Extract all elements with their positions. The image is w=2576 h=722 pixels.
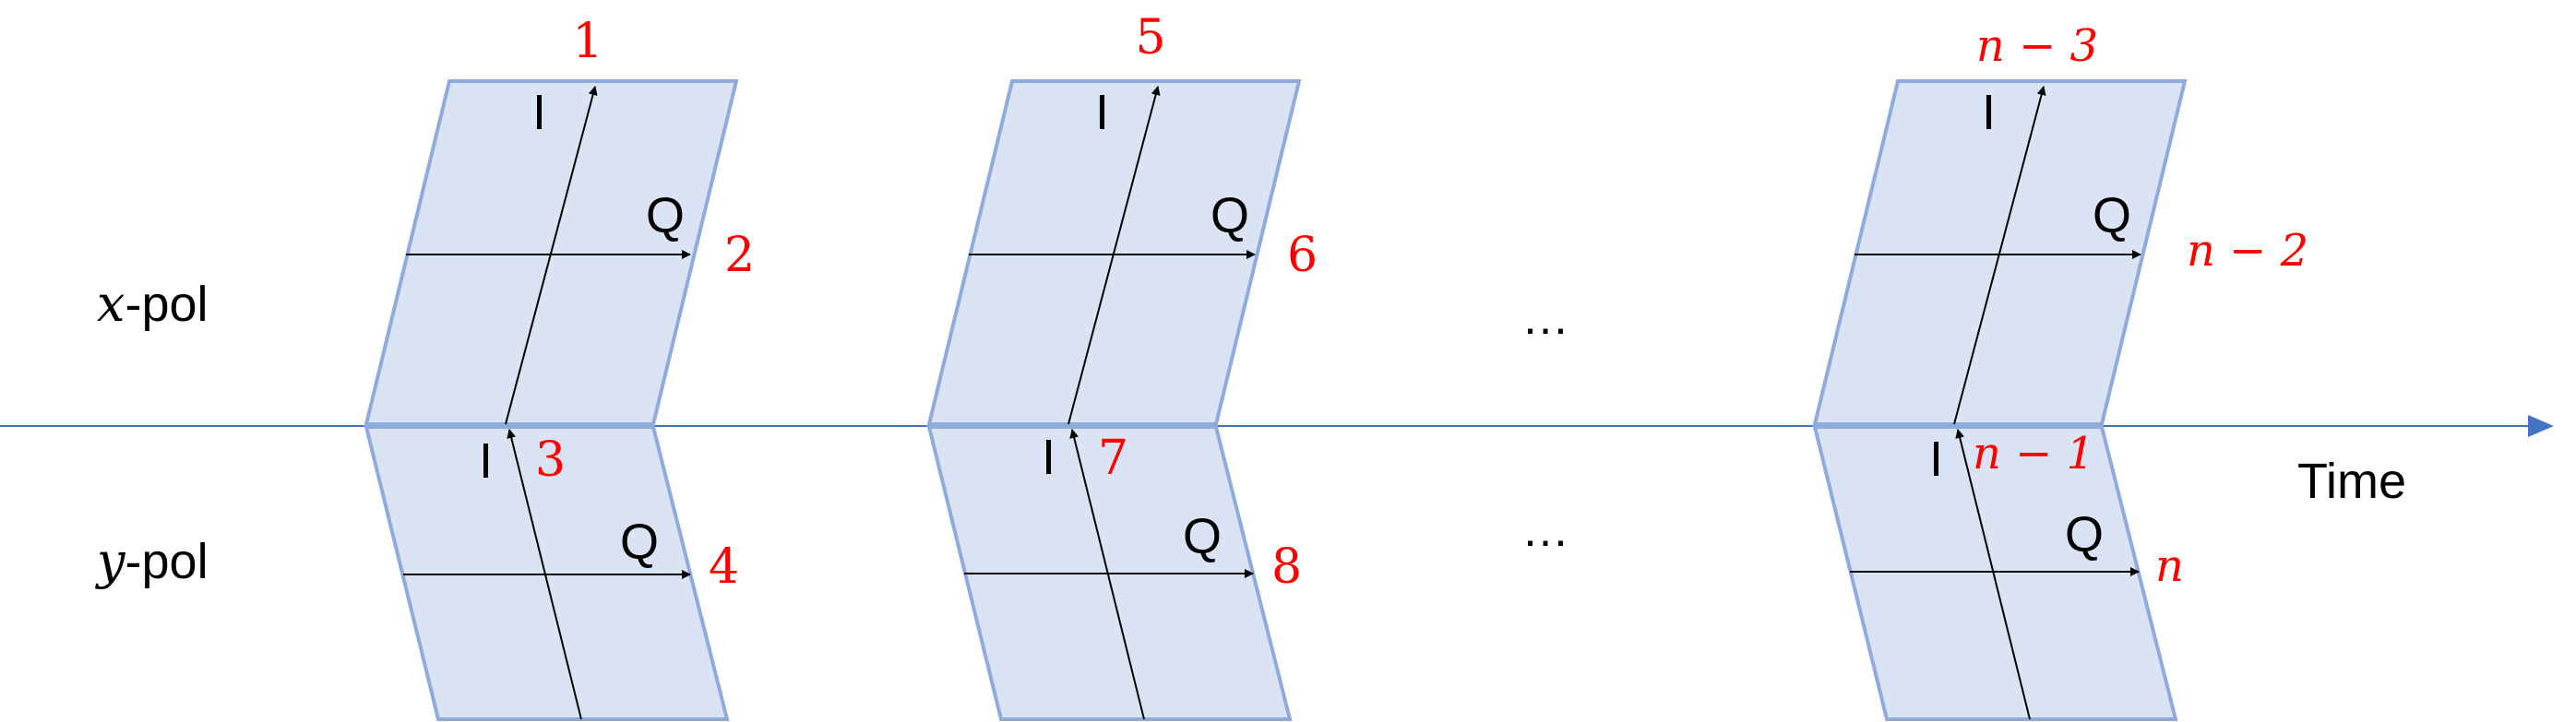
q-index-label: n − 2 <box>2187 225 2308 277</box>
x-pol-suffix: -pol <box>125 277 208 332</box>
i-axis-label: I <box>1042 430 1055 485</box>
i-axis-label: I <box>1095 85 1109 140</box>
q-index-label: 8 <box>1271 539 1302 595</box>
ellipsis-y-pol: … <box>1521 503 1569 557</box>
y-pol-panel-n: I Q n − 1 n <box>1812 425 2184 721</box>
i-axis-arrow <box>1069 429 1145 720</box>
time-label: Time <box>2297 454 2406 509</box>
i-axis-label: I <box>479 433 493 489</box>
x-pol-panel-2: I Q 5 6 <box>926 10 1318 426</box>
i-axis-arrow <box>1953 86 2046 425</box>
i-index-label: 3 <box>535 432 566 488</box>
i-index-label: 7 <box>1098 431 1128 486</box>
time-axis-arrowhead <box>2528 415 2554 437</box>
q-axis-label: Q <box>646 188 685 243</box>
i-axis-arrow <box>1067 86 1161 425</box>
y-pol-suffix: -pol <box>125 534 209 589</box>
i-axis-arrow <box>1955 429 2031 720</box>
y-pol-label: y-pol <box>95 532 209 590</box>
i-axis-label: I <box>1929 432 1943 487</box>
y-pol-constellation-panel <box>1812 425 2178 721</box>
y-pol-panel-2: I Q 7 8 <box>926 425 1302 721</box>
i-index-label: n − 3 <box>1976 20 2098 72</box>
y-pol-symbol: y <box>95 532 126 590</box>
y-pol-constellation-panel <box>364 425 730 721</box>
q-axis-label: Q <box>620 515 659 570</box>
x-pol-label: x-pol <box>97 275 209 333</box>
i-axis-arrow <box>505 86 598 425</box>
q-axis-label: Q <box>1183 509 1222 564</box>
x-pol-symbol: x <box>97 275 125 333</box>
x-pol-panel-n: I Q n − 3 n − 2 <box>1812 20 2308 426</box>
q-index-label: n <box>2155 540 2184 592</box>
x-pol-panel-1: I Q 1 2 <box>364 14 755 426</box>
i-index-label: 1 <box>572 14 602 69</box>
symbol-group-n: I Q n − 3 n − 2 I Q n − 1 n <box>1812 20 2308 721</box>
q-axis-label: Q <box>2093 188 2131 243</box>
q-axis-label: Q <box>1210 188 1249 243</box>
i-index-label: n − 1 <box>1973 428 2094 479</box>
y-pol-panel-1: I Q 3 4 <box>364 425 739 721</box>
symbol-group-2: I Q 5 6 I Q 7 8 <box>926 10 1318 721</box>
symbol-group-1: I Q 1 2 I Q 3 4 <box>364 14 755 721</box>
q-index-label: 2 <box>724 228 755 283</box>
i-axis-arrow <box>507 429 582 720</box>
i-axis-label: I <box>532 85 546 140</box>
q-axis-label: Q <box>2065 507 2104 562</box>
i-index-label: 5 <box>1135 10 1165 65</box>
q-index-label: 4 <box>709 539 739 595</box>
ellipsis-x-pol: … <box>1521 291 1569 345</box>
i-axis-label: I <box>1982 85 1996 140</box>
q-index-label: 6 <box>1287 228 1318 283</box>
